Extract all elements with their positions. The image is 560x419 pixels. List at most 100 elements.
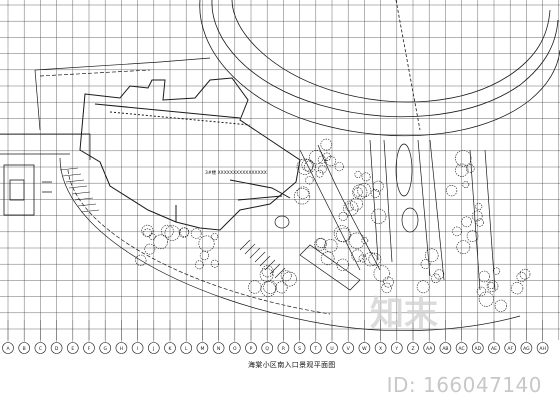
axis-bubble: [261, 342, 274, 354]
tree-symbol: [349, 197, 363, 211]
side-building: [3, 164, 52, 216]
axis-label: P: [250, 346, 253, 352]
axis-label: AB: [442, 346, 448, 352]
axis-label: Z: [411, 346, 414, 352]
axis-label: AC: [459, 346, 465, 352]
axis-label: B: [23, 346, 26, 352]
tree-symbol: [492, 267, 501, 275]
tree-symbol: [315, 169, 324, 178]
tree-symbol: [348, 232, 366, 249]
tree-symbol: [141, 224, 154, 237]
axis-bubble: [229, 342, 241, 354]
tree-symbol: [198, 235, 215, 252]
axis-label: U: [330, 346, 333, 352]
tree-symbol: [320, 138, 333, 151]
tree-symbol: [486, 280, 499, 292]
tree-symbol: [301, 159, 314, 172]
axis-bubble: [358, 342, 371, 354]
axis-label: AE: [491, 346, 497, 352]
tree-symbol: [345, 203, 354, 212]
step-line: [269, 263, 281, 275]
tree-symbol: [143, 228, 152, 237]
axis-label: Y: [394, 346, 398, 352]
tree-symbol: [325, 156, 337, 167]
axis-bubble: [83, 342, 95, 354]
tree-symbol: [318, 165, 327, 174]
axis-bubble: [309, 342, 322, 354]
tree-symbol: [361, 172, 371, 182]
step-line: [254, 251, 266, 263]
tree-symbol: [153, 234, 168, 250]
tree-symbol: [424, 248, 439, 263]
tree-symbol: [320, 251, 335, 266]
tree-symbol: [296, 186, 310, 199]
watermark-id: ID: 166047140: [386, 373, 542, 397]
axis-bubble: [196, 342, 209, 354]
tree-symbol: [353, 187, 363, 197]
axis-bubble: [407, 342, 419, 354]
axis-bubble: [455, 342, 468, 354]
tree-symbol: [179, 227, 190, 237]
axis-label: G: [103, 346, 107, 352]
landscape-paths: [274, 139, 496, 291]
axis-bubble: [18, 342, 31, 354]
axis-bubble: [439, 342, 452, 354]
tree-symbol: [296, 158, 313, 175]
tree-symbol: [259, 268, 274, 282]
building-label: 3#楼 XXXXXXXXXXXXXXXX: [205, 169, 267, 176]
axis-bubble: [180, 342, 192, 354]
axis-bubble: [342, 342, 355, 354]
step-line: [264, 259, 276, 271]
axis-label: Q: [265, 346, 269, 352]
axis-label: J: [152, 346, 154, 352]
axis-bubble: [326, 342, 338, 354]
axis-bubble: [164, 342, 176, 354]
axis-bubble: [488, 342, 500, 354]
tree-symbol: [280, 270, 292, 282]
tree-symbol: [478, 270, 490, 283]
axis-label: F: [88, 346, 91, 352]
tree-symbol: [461, 216, 472, 228]
tree-symbol: [370, 189, 380, 199]
tree-symbol: [293, 188, 311, 205]
axis-label: AH: [539, 346, 545, 352]
tree-symbol: [371, 208, 387, 224]
axis-bubble: [520, 342, 533, 354]
axis-label: V: [347, 346, 351, 352]
tree-symbol: [434, 269, 445, 280]
tree-symbol: [372, 180, 384, 192]
tree-symbol: [261, 265, 274, 278]
axis-label: W: [362, 346, 367, 352]
tree-symbol: [164, 225, 181, 241]
tree-symbol: [478, 291, 495, 307]
tree-symbol: [161, 224, 174, 238]
drawing-title: 海棠小区南入口景观平面图: [248, 361, 336, 369]
step-line: [274, 267, 286, 279]
tree-symbol: [381, 282, 392, 294]
tree-symbol: [211, 233, 219, 241]
axis-bubble: [245, 342, 257, 354]
axis-label: S: [298, 346, 301, 352]
tree-symbol: [275, 281, 288, 294]
axis-label: N: [217, 346, 220, 352]
tree-symbol: [210, 259, 219, 268]
tree-symbol: [194, 260, 204, 270]
axis-bubble: [390, 342, 403, 354]
tree-symbol: [336, 258, 349, 272]
tree-symbol: [471, 210, 483, 222]
axis-label: K: [169, 346, 173, 352]
tree-symbol: [510, 282, 524, 295]
tree-symbol: [260, 281, 276, 297]
tree-symbol: [351, 249, 364, 262]
tree-symbol: [199, 251, 210, 261]
tree-symbol: [324, 239, 338, 253]
axis-label: D: [55, 346, 59, 352]
tree-symbol: [263, 280, 277, 294]
axis-label: L: [185, 346, 188, 352]
axis-label: C: [39, 346, 42, 352]
tree-symbol: [248, 280, 262, 294]
tree-symbol: [316, 237, 327, 248]
